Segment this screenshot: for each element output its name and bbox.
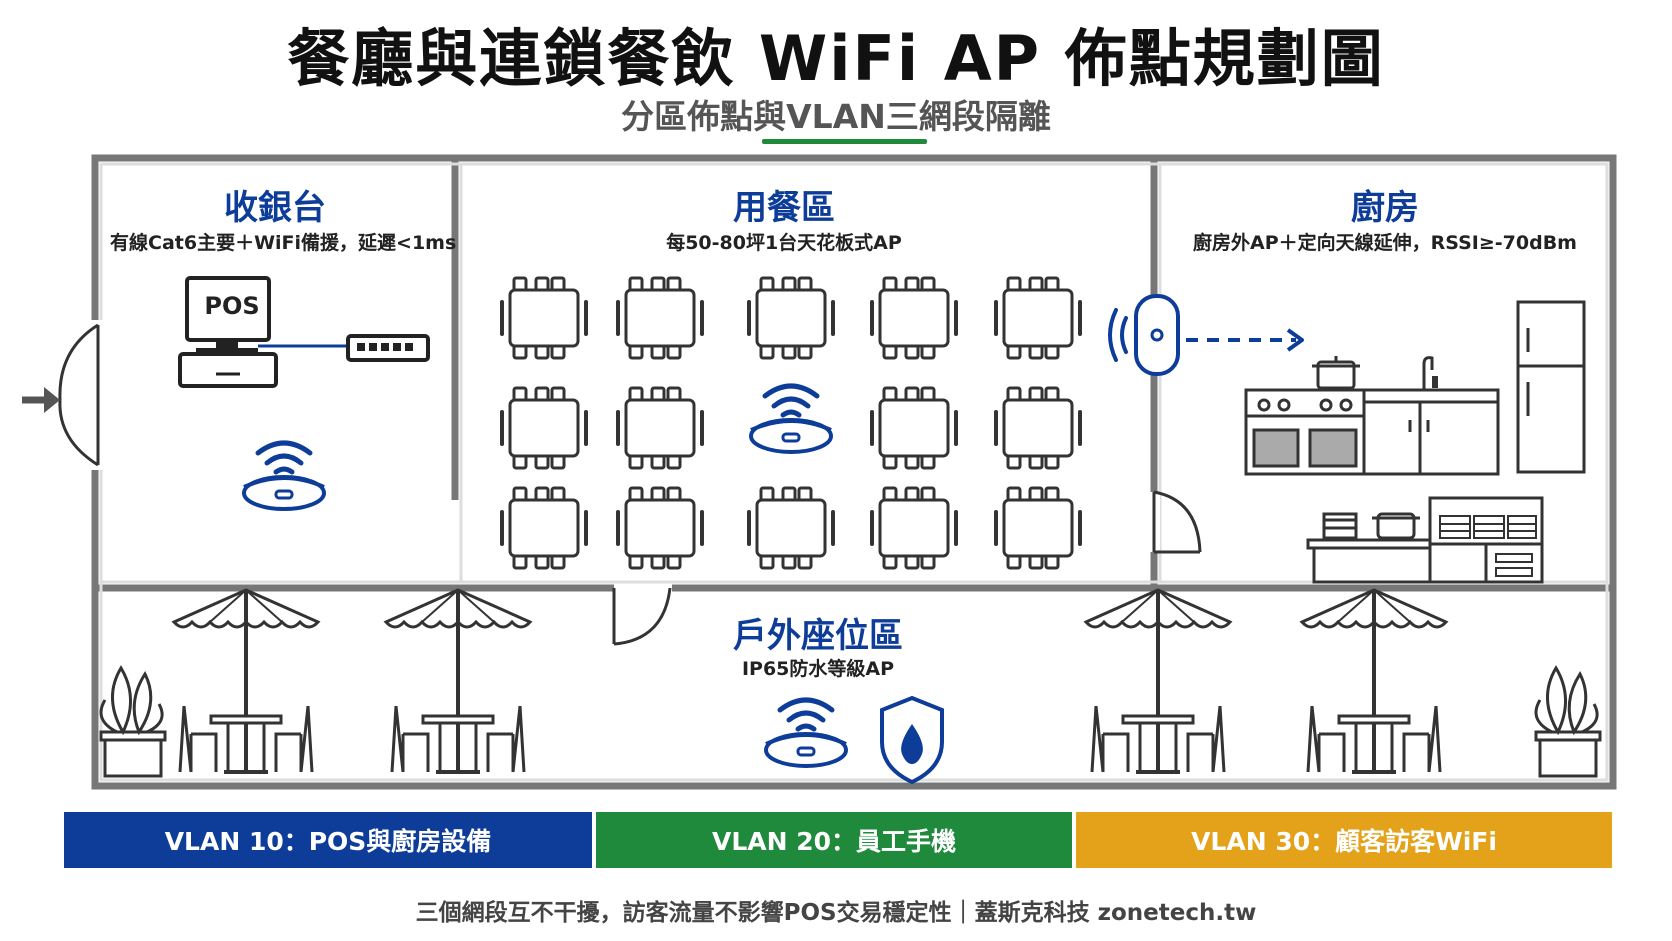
zone-desc-kitchen: 廚房外AP＋定向天線延伸，RSSI≥-70dBm — [1193, 232, 1577, 254]
subtitle-underline — [762, 139, 927, 144]
sink-icon — [1362, 356, 1500, 476]
dining-ceiling-ap-icon — [751, 386, 831, 452]
dining-table-icon — [747, 486, 835, 570]
zone-title-dining: 用餐區 — [733, 188, 835, 228]
dining-table-icon — [616, 486, 704, 570]
pot-icon — [1312, 356, 1360, 390]
umbrella-table-icon — [384, 588, 532, 774]
outdoor-door-icon — [612, 584, 672, 646]
entrance-door-icon — [58, 320, 104, 470]
dining-table-icon — [994, 386, 1082, 470]
zone-title-kitchen: 廚房 — [1351, 188, 1419, 228]
vlan-10-bar: VLAN 10：POS與廚房設備 — [64, 812, 592, 868]
dining-table-icon — [870, 486, 958, 570]
outdoor-ap-icon — [766, 700, 846, 766]
dining-table-icon — [616, 386, 704, 470]
umbrella-table-icon — [1084, 588, 1232, 774]
dish-rack-icon — [1428, 496, 1544, 584]
umbrella-table-icon — [1300, 588, 1448, 774]
directional-ap-icon — [1108, 294, 1304, 376]
zone-desc-outdoor: IP65防水等級AP — [741, 658, 895, 680]
dining-table-icon — [994, 486, 1082, 570]
waterproof-shield-icon — [880, 695, 944, 785]
dining-table-icon — [870, 276, 958, 360]
zone-title-cashier: 收銀台 — [224, 188, 326, 228]
zone-desc-dining: 每50-80坪1台天花板式AP — [666, 232, 902, 254]
dining-table-icon — [994, 276, 1082, 360]
stove-icon — [1244, 388, 1366, 476]
dining-table-icon — [870, 386, 958, 470]
umbrella-table-icon — [172, 588, 320, 774]
network-switch-icon — [346, 334, 430, 362]
dining-table-icon — [616, 276, 704, 360]
refrigerator-icon — [1516, 300, 1586, 474]
footer-note: 三個網段互不干擾，訪客流量不影響POS交易穩定性｜蓋斯克科技 zonetech.… — [415, 900, 1257, 926]
dining-table-icon — [747, 276, 835, 360]
cashier-ceiling-ap-icon — [244, 443, 324, 509]
dining-table-icon — [500, 386, 588, 470]
dining-table-icon — [500, 486, 588, 570]
zone-desc-cashier: 有線Cat6主要＋WiFi備援，延遲<1ms — [110, 232, 457, 254]
page-subtitle: 分區佈點與VLAN三網段隔離 — [621, 97, 1051, 136]
pos-terminal-icon — [178, 276, 348, 388]
potted-plant-icon — [99, 666, 167, 778]
prep-counter-icon — [1306, 512, 1438, 584]
pos-label: POS — [204, 292, 260, 320]
dining-table-icon — [500, 276, 588, 360]
vlan-20-bar: VLAN 20：員工手機 — [596, 812, 1072, 868]
page-title: 餐廳與連鎖餐飲 WiFi AP 佈點規劃圖 — [287, 22, 1385, 95]
vlan-30-bar: VLAN 30：顧客訪客WiFi — [1076, 812, 1612, 868]
entry-arrow-icon — [22, 387, 60, 413]
zone-title-outdoor: 戶外座位區 — [733, 616, 903, 656]
kitchen-door-icon — [1150, 490, 1202, 554]
potted-plant-icon — [1534, 666, 1602, 778]
